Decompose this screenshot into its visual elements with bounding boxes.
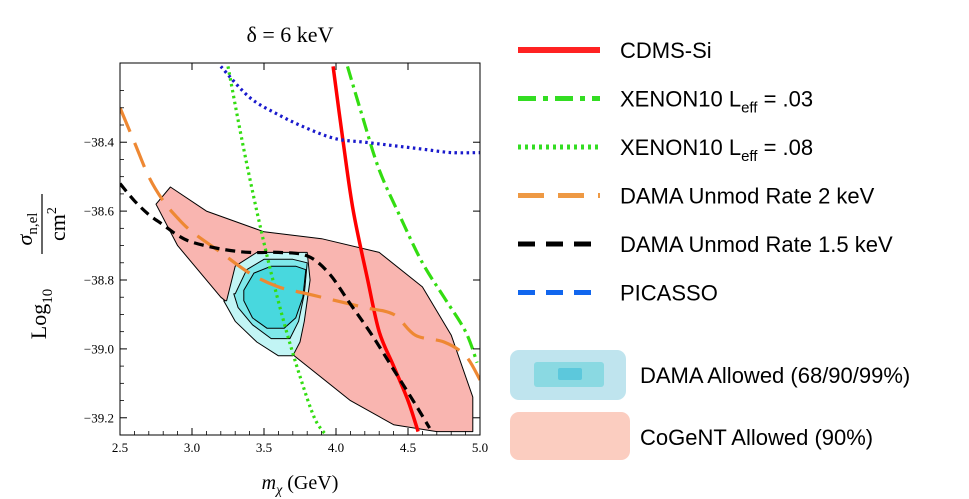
series-line-cdms-si: [331, 66, 420, 433]
plot-frame: [119, 62, 481, 436]
svg-text:cm2: cm2: [45, 207, 70, 241]
legend-label: XENON10 Leff = .03: [620, 87, 813, 117]
y-tick-label: −38.4: [84, 135, 115, 150]
legend-swatch-dama-68: [558, 368, 582, 380]
series-line-xenon10-l-eff-03: [345, 65, 479, 364]
x-tick-label: 2.5: [112, 440, 128, 455]
x-tick-label: 5.0: [472, 440, 488, 455]
y-tick-label: −38.6: [84, 204, 115, 219]
x-tick-label: 3.5: [256, 440, 272, 455]
legend-label: CoGeNT Allowed (90%): [640, 425, 873, 450]
series-line-dama-unmod-rate-2-kev: [120, 107, 480, 381]
x-tick-label: 4.0: [328, 440, 344, 455]
y-axis-label: Log10 σn,el cm2: [12, 194, 70, 339]
region-cogent-allowed-90-: [155, 186, 474, 433]
series-line-picasso: [219, 65, 480, 155]
legend-label: DAMA Unmod Rate 1.5 keV: [620, 232, 893, 257]
x-tick-label: 4.5: [400, 440, 416, 455]
legend-label: PICASSO: [620, 281, 718, 306]
plot-regions: [155, 186, 474, 433]
legend-swatch-cogent: [510, 412, 630, 460]
y-tick-label: −39.0: [84, 341, 114, 356]
legend-label: XENON10 Leff = .08: [620, 135, 813, 165]
x-tick-label: 3.0: [184, 440, 200, 455]
y-tick-label: −39.2: [84, 410, 114, 425]
legend-label: DAMA Allowed (68/90/99%): [640, 363, 910, 388]
svg-text:σn,el: σn,el: [12, 213, 41, 246]
legend-label: CDMS-Si: [620, 38, 712, 63]
chart-title: δ = 6 keV: [247, 22, 334, 47]
plot-series: [120, 65, 480, 435]
legend-label: DAMA Unmod Rate 2 keV: [620, 184, 875, 209]
axis-ticks: 2.5 3.0 3.5 4.0 4.5 5.0 −39.2 −39.0 −38.8 −38.6 −3…: [84, 63, 488, 455]
y-tick-label: −38.8: [84, 273, 114, 288]
svg-text:Log10: Log10: [26, 289, 56, 339]
x-axis-label: mχ (GeV): [262, 472, 339, 498]
series-line-dama-unmod-rate-1-5-kev: [120, 182, 431, 429]
